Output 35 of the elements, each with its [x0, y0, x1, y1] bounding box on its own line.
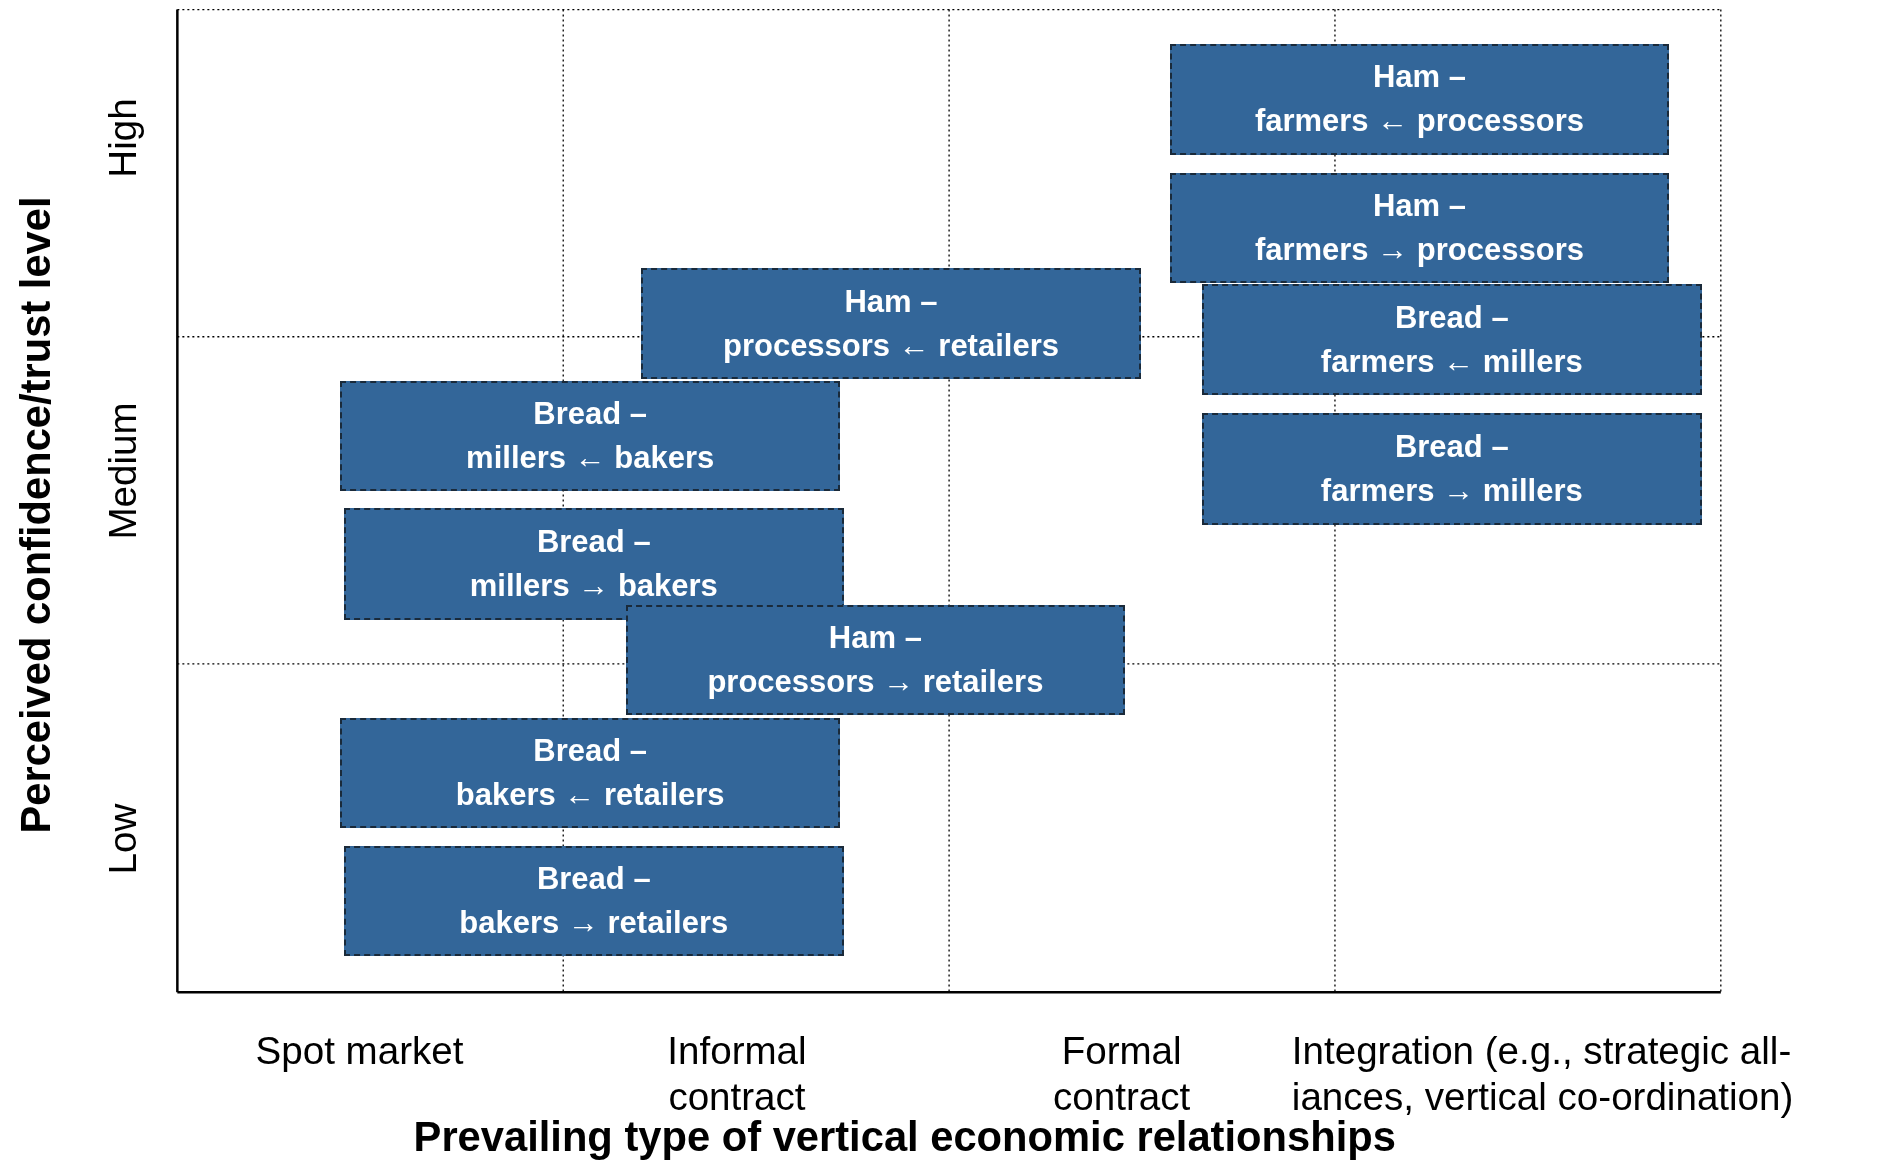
box-text: Ham – — [1372, 58, 1466, 97]
box-text: Bread – — [536, 522, 651, 561]
box-text: farmers ← millers — [1320, 342, 1583, 381]
box-text: farmers ← processors — [1254, 102, 1584, 141]
axis-tick-label: Medium — [101, 402, 146, 540]
box-text: Bread – — [1394, 428, 1509, 467]
axis-tick-label: Low — [101, 803, 146, 875]
category-box — [1201, 413, 1702, 525]
box-text: farmers → processors — [1254, 230, 1584, 269]
box-text: Ham – — [828, 619, 922, 658]
box-text: farmers → millers — [1320, 472, 1583, 511]
category-box — [343, 508, 844, 620]
box-text: Bread – — [1394, 298, 1509, 337]
box-text: processors → retailers — [707, 663, 1044, 702]
category-box — [1169, 172, 1670, 283]
box-text: Bread – — [536, 860, 651, 899]
axis-tick-label: High — [101, 98, 146, 178]
category-box — [625, 605, 1126, 716]
category-box — [340, 717, 841, 829]
axis-tick-label: Spot market — [254, 1028, 465, 1075]
category-box — [1169, 44, 1670, 155]
box-text: bakers ← retailers — [455, 775, 725, 814]
box-text: Bread – — [533, 395, 648, 434]
axis-title: Perceived confidence/trust level — [11, 196, 60, 834]
box-text: Bread – — [533, 731, 648, 770]
category-box — [340, 381, 841, 492]
category-box — [343, 846, 844, 957]
category-box — [641, 268, 1141, 379]
category-box — [1201, 284, 1702, 396]
box-text: Ham – — [844, 282, 938, 321]
box-text: Ham – — [1372, 186, 1466, 225]
box-text: millers ← bakers — [466, 439, 715, 478]
box-text: processors ← retailers — [722, 326, 1059, 365]
box-text: millers → bakers — [469, 566, 718, 605]
box-text: bakers → retailers — [459, 904, 729, 943]
